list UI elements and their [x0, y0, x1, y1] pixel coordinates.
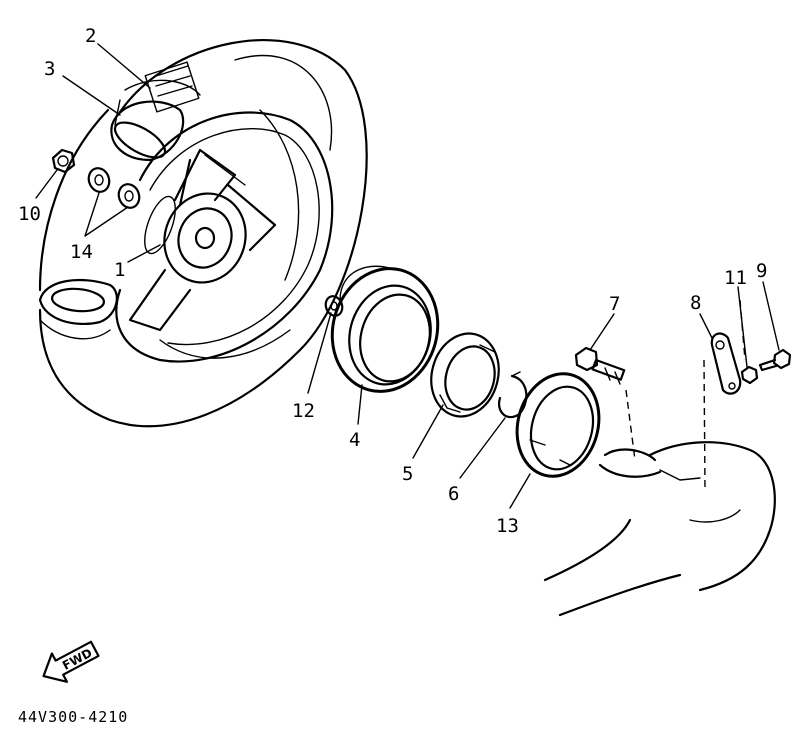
callout-4: 4	[349, 429, 360, 451]
camshaft-drawing	[574, 346, 626, 385]
callout-12: 12	[292, 400, 315, 422]
brake-drum-drawing	[330, 265, 440, 393]
washer-14b-drawing	[117, 183, 141, 209]
wheel-spokes	[128, 148, 277, 332]
callout-6: 6	[448, 483, 459, 505]
nut-11-drawing	[740, 365, 759, 385]
leader-lines	[35, 43, 780, 509]
nut-10-drawing	[51, 148, 76, 174]
brake-shoe-plate-drawing	[515, 372, 601, 478]
spring-drawing	[497, 371, 528, 419]
engine-case-outline	[543, 441, 776, 617]
callout-13: 13	[496, 515, 519, 537]
callout-3: 3	[44, 58, 55, 80]
camshaft-lever-drawing	[710, 332, 742, 395]
tire-drawing	[38, 39, 368, 428]
callout-11: 11	[724, 267, 747, 289]
callout-14: 14	[70, 241, 93, 263]
callout-2: 2	[85, 25, 96, 47]
callout-7: 7	[609, 293, 620, 315]
callouts: 2 3 10 14 1 12 4 5 6 13 7 8 11 9	[18, 25, 767, 537]
callout-8: 8	[690, 292, 701, 314]
callout-1: 1	[114, 259, 125, 281]
fwd-arrow: FWD	[42, 640, 100, 683]
callout-10: 10	[18, 203, 41, 225]
callout-9: 9	[756, 260, 767, 282]
tube-section-drawing	[38, 278, 118, 340]
drawing-code: 44V300-4210	[18, 708, 128, 726]
assembly-lines	[625, 299, 746, 491]
wheel-hub	[144, 192, 247, 284]
washer-14a-drawing	[87, 167, 111, 193]
callout-5: 5	[402, 463, 413, 485]
brake-shoe-drawing	[430, 332, 500, 418]
tube-drawing	[110, 79, 201, 162]
bolt-9-drawing	[758, 348, 792, 372]
